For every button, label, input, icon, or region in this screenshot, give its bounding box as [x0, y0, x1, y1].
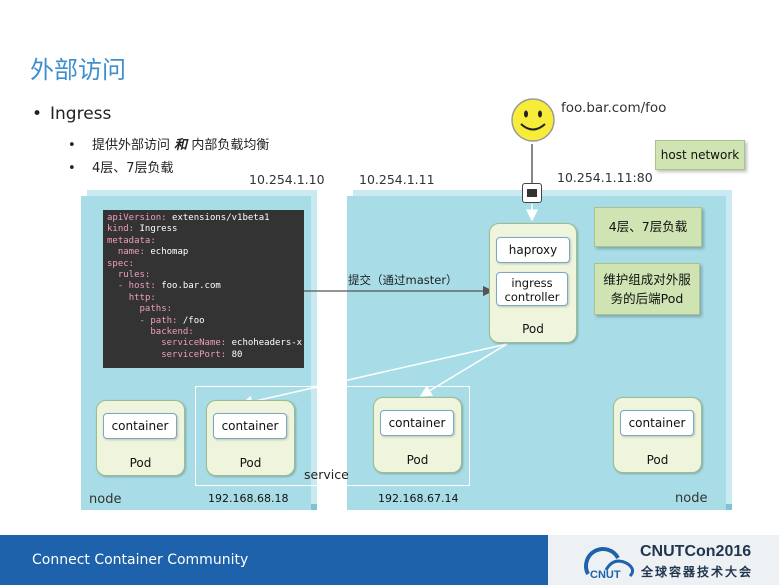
yaml-line: name: echomap [117, 247, 189, 258]
pod-1-container: container [103, 413, 177, 439]
pod-2-container: container [213, 413, 287, 439]
yaml-line: backend: [150, 327, 194, 338]
node-left-label: node [89, 492, 122, 507]
user-smiley-icon [511, 98, 555, 142]
yaml-line: kind: Ingress [107, 224, 178, 235]
service-box [195, 386, 470, 486]
route-arrow-left [240, 343, 508, 408]
node2-port: 10.254.1.11:80 [557, 170, 653, 185]
bullet-ingress-text: Ingress [50, 104, 112, 124]
yaml-line: rules: [117, 270, 151, 281]
submit-label: 提交（通过master） [348, 273, 458, 287]
yaml-line: - host: foo.bar.com [117, 281, 221, 292]
bullet-sub-2: •4层、7层负载 [68, 161, 174, 176]
yaml-line: serviceName: echoheaders-x [161, 338, 303, 349]
pod-4-label: Pod [646, 453, 669, 467]
logo-mark-text: CNUT [590, 569, 621, 580]
node2-ip: 10.254.1.11 [359, 172, 435, 187]
pod-4-container: container [620, 410, 694, 436]
page-title: 外部访问 [30, 56, 126, 84]
bullet-sub-1-text: 提供外部访问 [92, 138, 171, 153]
layer-note: 4层、7层负载 [594, 207, 702, 247]
route-arrow-right [419, 343, 508, 397]
bullet-sub-2-text: 4层、7层负载 [92, 161, 174, 176]
pod-4: container Pod [613, 397, 702, 473]
yaml-line: spec: [107, 258, 135, 269]
host-url: foo.bar.com/foo [561, 100, 667, 116]
ingress-pod-label: Pod [522, 322, 544, 336]
node-right-label: node [675, 491, 708, 506]
pod-3-container: container [380, 410, 454, 436]
node-right-ip: 192.168.67.14 [378, 492, 459, 505]
service-label: service [304, 467, 349, 482]
logo-sub: 全球容器技术大会 [641, 565, 754, 579]
node1-ip: 10.254.1.10 [249, 172, 325, 187]
pod-2: container Pod [206, 400, 295, 476]
bullet-ingress: •Ingress [32, 104, 112, 124]
yaml-line: http: [128, 292, 156, 303]
pod-3-label: Pod [406, 453, 429, 467]
bullet-sub-1-and: 和 [174, 138, 188, 153]
ingress-controller-container: ingress controller [496, 272, 568, 306]
yaml-line: paths: [139, 304, 173, 315]
yaml-line: servicePort: 80 [161, 349, 243, 360]
bullet-sub-1-rest: 内部负载均衡 [191, 138, 270, 153]
host-network-note: host network [655, 140, 745, 170]
logo-main: CNUTCon2016 [640, 543, 752, 560]
footer-text: Connect Container Community [32, 552, 249, 568]
haproxy-container: haproxy [496, 237, 570, 263]
bullet-sub-1: •提供外部访问 和 内部负载均衡 [68, 138, 270, 153]
maintain-note: 维护组成对外服务的后端Pod [594, 263, 700, 315]
pod-3: container Pod [373, 397, 462, 473]
pod-2-label: Pod [239, 456, 262, 470]
yaml-line: - path: /foo [139, 315, 205, 326]
port-icon [522, 183, 542, 203]
pod-1-label: Pod [129, 456, 152, 470]
ingress-pod: haproxy ingress controller Pod [489, 223, 577, 343]
yaml-line: apiVersion: extensions/v1beta1 [107, 213, 270, 223]
node-left-ip: 192.168.68.18 [208, 492, 289, 505]
yaml-line: metadata: [107, 235, 156, 246]
pod-1: container Pod [96, 400, 185, 476]
cnut-logo-icon: CNUT [584, 547, 635, 580]
